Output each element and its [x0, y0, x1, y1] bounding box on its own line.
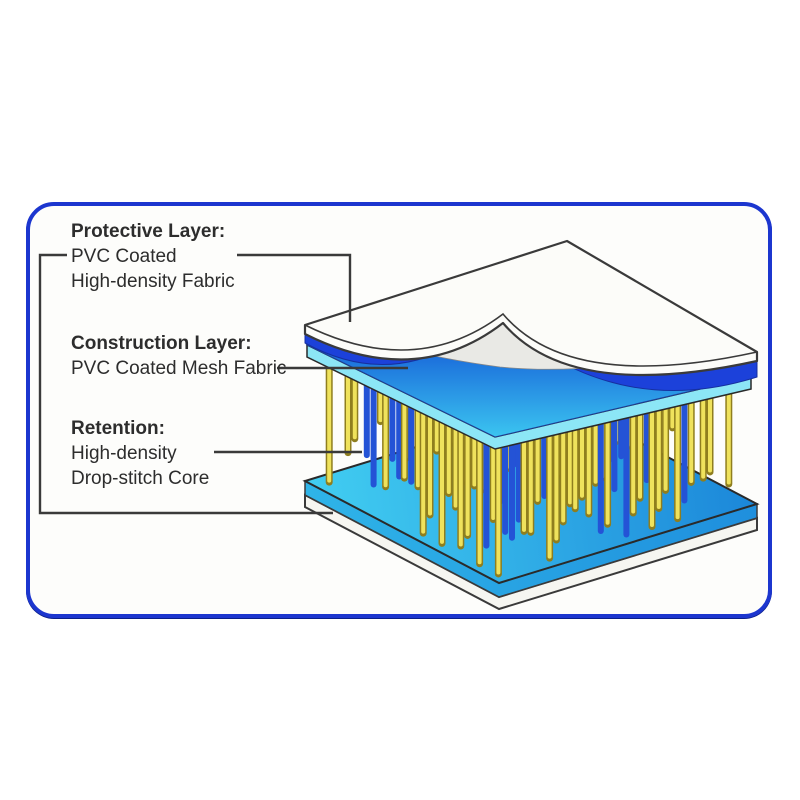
retention-line2: Drop-stitch Core — [71, 468, 210, 489]
construction-layer-title: Construction Layer: — [71, 333, 252, 354]
sheet-body — [303, 239, 759, 377]
protective-layer-title: Protective Layer: — [71, 221, 226, 242]
protective-sheet — [303, 239, 759, 392]
leader-lines — [38, 253, 408, 515]
retention-title: Retention: — [71, 418, 165, 439]
protective-layer-line2: High-density Fabric — [71, 271, 235, 292]
label-construction-layer: Construction Layer: PVC Coated Mesh Fabr… — [71, 331, 286, 381]
protective-layer-line1: PVC Coated — [71, 246, 177, 267]
sheet-top-edge — [304, 312, 758, 367]
retention-line1: High-density — [71, 443, 177, 464]
label-retention: Retention: High-density Drop-stitch Core — [71, 416, 209, 491]
leader-protective — [237, 253, 352, 322]
leader-bracket — [38, 253, 333, 515]
label-protective-layer: Protective Layer: PVC Coated High-densit… — [71, 219, 235, 294]
construction-layer-line1: PVC Coated Mesh Fabric — [71, 358, 287, 379]
